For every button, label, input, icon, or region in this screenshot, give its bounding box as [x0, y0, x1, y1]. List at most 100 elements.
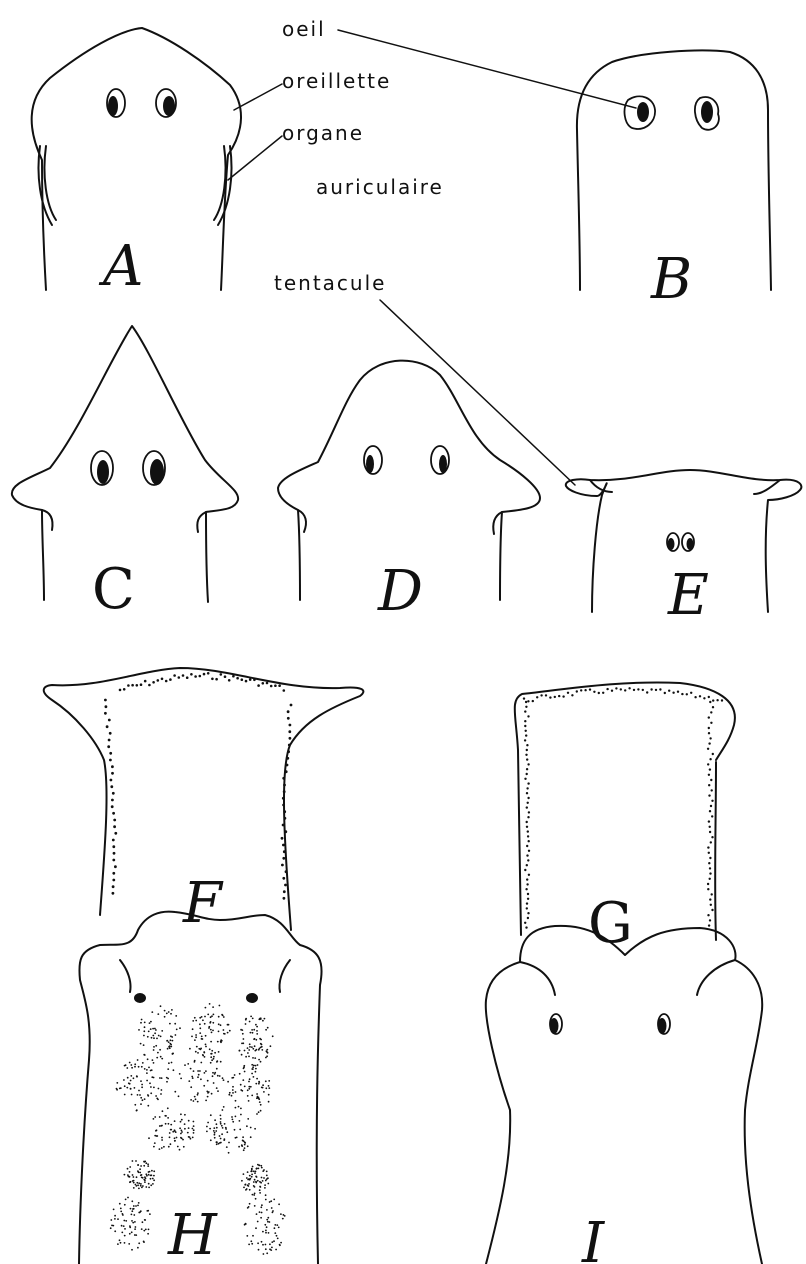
stipple-dot: [228, 679, 231, 682]
stipple-dot: [254, 1045, 256, 1047]
stipple-dot: [148, 684, 151, 687]
stipple-dot: [710, 904, 712, 906]
stipple-dot: [220, 673, 223, 676]
stipple-dot: [137, 1094, 139, 1096]
stipple-dot: [194, 1039, 196, 1041]
stipple-dot: [197, 1052, 199, 1054]
stipple-dot: [121, 1232, 123, 1234]
stipple-dot: [261, 1177, 263, 1179]
stipple-dot: [141, 1174, 143, 1176]
stipple-dot: [262, 1170, 264, 1172]
stipple-dot: [244, 1050, 246, 1052]
stipple-dot: [708, 732, 710, 734]
stipple-dot: [173, 674, 176, 677]
stipple-dot: [249, 1021, 251, 1023]
stipple-dot: [136, 1110, 138, 1112]
stipple-dot: [147, 1210, 149, 1212]
stipple-dot: [160, 1036, 162, 1038]
stipple-dot: [282, 844, 285, 847]
stipple-dot: [214, 1119, 216, 1121]
stipple-dot: [540, 694, 542, 696]
stipple-dot: [207, 1080, 209, 1082]
stipple-dot: [527, 898, 529, 900]
stipple-dot: [213, 1127, 215, 1129]
stipple-dot: [289, 724, 292, 727]
stipple-dot: [160, 1005, 162, 1007]
stipple-dot: [524, 720, 526, 722]
stipple-dot: [193, 1070, 195, 1072]
stipple-dot: [241, 1180, 243, 1182]
stipple-dot: [134, 1087, 136, 1089]
stipple-dot: [114, 1230, 116, 1232]
stipple-dot: [255, 1024, 257, 1026]
stipple-dot: [709, 737, 711, 739]
stipple-dot: [257, 1242, 259, 1244]
stipple-dot: [181, 1119, 183, 1121]
stipple-dot: [703, 697, 705, 699]
stipple-dot: [112, 872, 115, 875]
stipple-dot: [161, 1030, 163, 1032]
stipple-dot: [709, 898, 711, 900]
eye-pigment-left-b: [637, 102, 649, 122]
stipple-dot: [259, 1192, 261, 1194]
stipple-dot: [255, 1039, 257, 1041]
stipple-dot: [170, 1035, 172, 1037]
stipple-dot: [252, 1032, 254, 1034]
stipple-dot: [526, 907, 528, 909]
stipple-dot: [256, 1030, 258, 1032]
stipple-dot: [220, 1118, 222, 1120]
stipple-dot: [194, 675, 197, 678]
stipple-dot: [532, 700, 534, 702]
auricle-right-i: [697, 960, 735, 995]
stipple-dot: [111, 765, 114, 768]
stipple-dot: [243, 1038, 245, 1040]
stipple-dot: [154, 1116, 156, 1118]
stipple-dot: [125, 1064, 127, 1066]
stipple-dot: [265, 1029, 267, 1031]
stipple-dot: [181, 1131, 183, 1133]
stipple-dot: [141, 1228, 143, 1230]
stipple-dot: [111, 772, 114, 775]
stipple-dot: [598, 692, 600, 694]
stipple-dot: [266, 1049, 268, 1051]
stipple-dot: [197, 1070, 199, 1072]
stipple-dot: [249, 1078, 251, 1080]
stipple-dot: [200, 1078, 202, 1080]
stipple-dot: [255, 1171, 257, 1173]
stipple-dot: [231, 1095, 233, 1097]
stipple-dot: [139, 1094, 141, 1096]
stipple-dot: [138, 1242, 140, 1244]
stipple-dot: [214, 1072, 216, 1074]
stipple-dot: [269, 1243, 271, 1245]
stipple-dot: [148, 1031, 150, 1033]
stipple-dot: [123, 1225, 125, 1227]
label-auriculaire: auriculaire: [316, 175, 444, 199]
stipple-dot: [122, 1214, 124, 1216]
stipple-dot: [239, 1129, 241, 1131]
stipple-dot: [149, 1082, 151, 1084]
stipple-dot: [151, 1170, 153, 1172]
stipple-dot: [212, 1072, 214, 1074]
stipple-dot: [147, 1163, 149, 1165]
stipple-dot: [637, 688, 639, 690]
stipple-dot: [186, 676, 189, 679]
figure-label-f: F: [182, 871, 224, 936]
stipple-dot: [288, 730, 291, 733]
stipple-dot: [282, 777, 285, 780]
stipple-dot: [152, 1059, 154, 1061]
stipple-dot: [104, 712, 107, 715]
stipple-dot: [209, 1048, 211, 1050]
stipple-dot: [174, 1023, 176, 1025]
stipple-dot: [170, 1143, 172, 1145]
stipple-dot: [108, 719, 111, 722]
stipple-dot: [108, 739, 111, 742]
stipple-dot: [112, 892, 115, 895]
stipple-dot: [129, 1233, 131, 1235]
stipple-dot: [107, 745, 110, 748]
stipple-dot: [260, 1110, 262, 1112]
stipple-dot: [221, 1133, 223, 1135]
stipple-dot: [255, 1068, 257, 1070]
stipple-dot: [246, 1177, 248, 1179]
stipple-dot: [175, 1131, 177, 1133]
stipple-dot: [267, 1052, 269, 1054]
